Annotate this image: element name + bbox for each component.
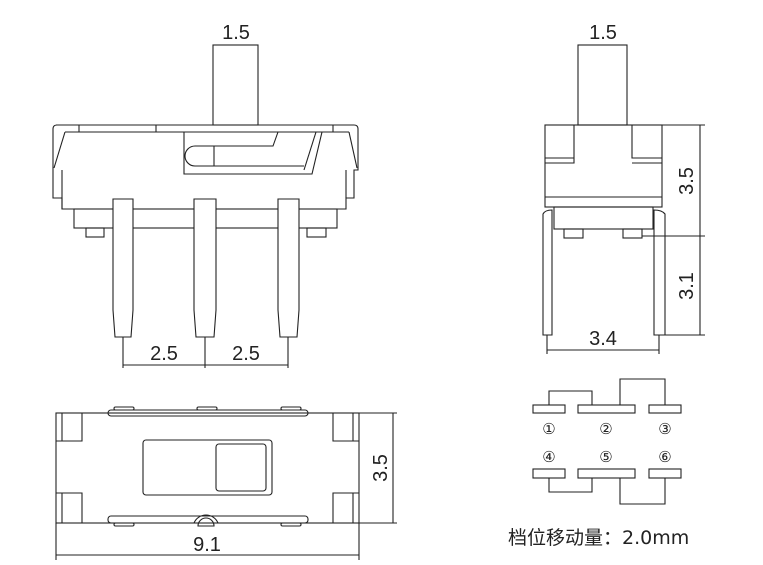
pin-1: ① (542, 421, 555, 438)
dim-actuator-width: 1.5 (589, 22, 617, 44)
foot-right (306, 227, 327, 238)
pin-4: ④ (542, 449, 555, 466)
slider-slot (184, 131, 304, 167)
dim-actuator-width: 1.5 (222, 22, 250, 44)
pin-right (653, 209, 666, 336)
bottom-view: 3.5 9.1 (55, 406, 397, 560)
pins (112, 198, 300, 338)
actuator (212, 44, 259, 126)
actuator (577, 44, 628, 126)
pin-3: ③ (658, 421, 671, 438)
foot-left (85, 227, 105, 238)
dim-height: 3.5 (370, 454, 392, 482)
dim-body-height: 3.5 (676, 167, 698, 195)
pin-6: ⑥ (658, 449, 671, 466)
dim-pitch-left: 2.5 (150, 343, 178, 365)
pin-5: ⑤ (599, 449, 612, 466)
dim-pin-length: 3.1 (676, 272, 698, 300)
side-view: 1.5 3.5 3.1 3.4 (542, 22, 705, 354)
dim-pin-span: 3.4 (589, 328, 617, 350)
pin-left (542, 209, 553, 336)
slider-window (142, 439, 273, 496)
dim-pitch-right: 2.5 (232, 343, 260, 365)
slider-knob (215, 443, 267, 492)
slider-window (183, 131, 323, 175)
circuit-schematic: ① ② ③ ④ ⑤ ⑥ 档位移动量：2.0mm (508, 378, 689, 549)
body-outline (55, 412, 360, 524)
travel-caption: 档位移动量：2.0mm (508, 527, 689, 549)
pin-2: ② (599, 421, 612, 438)
front-view: 1.5 2.5 2.5 (52, 22, 359, 368)
dim-length: 9.1 (193, 534, 221, 556)
body (544, 124, 663, 208)
body-outline (52, 124, 359, 210)
